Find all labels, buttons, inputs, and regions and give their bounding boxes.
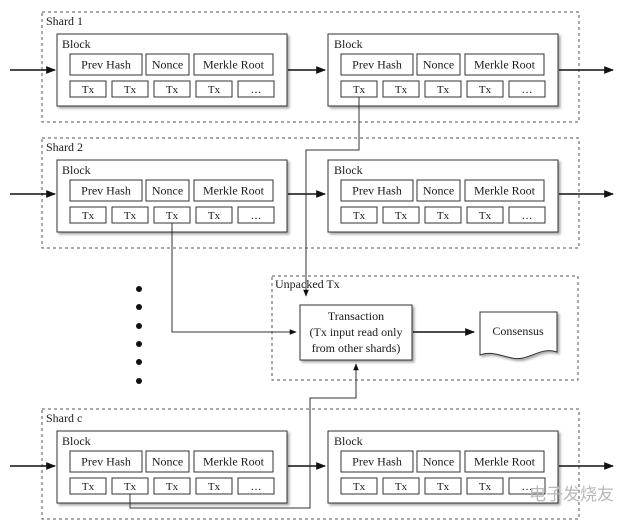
tx-cell: Tx bbox=[82, 210, 95, 222]
block-label: Block bbox=[334, 37, 363, 51]
tx-cell: Tx bbox=[353, 210, 366, 222]
prev-hash-field: Prev Hash bbox=[81, 184, 131, 198]
nonce-field: Nonce bbox=[152, 184, 183, 198]
tx-ellipsis-cell: … bbox=[251, 481, 262, 493]
tx-ellipsis-cell: … bbox=[251, 210, 262, 222]
shard-2-block-1: Block Prev Hash Nonce Merkle Root Tx Tx … bbox=[56, 159, 288, 233]
tx-cell: Tx bbox=[124, 481, 137, 493]
tx-cell: Tx bbox=[166, 84, 179, 96]
tx-cell: Tx bbox=[124, 84, 137, 96]
prev-hash-field: Prev Hash bbox=[81, 58, 131, 72]
merkle-root-field: Merkle Root bbox=[203, 184, 265, 198]
tx-cell: Tx bbox=[479, 84, 492, 96]
transaction-box: Transaction (Tx input read only from oth… bbox=[299, 304, 413, 361]
nonce-field: Nonce bbox=[152, 58, 183, 72]
tx-ellipsis-cell: … bbox=[522, 481, 533, 493]
shard-c: Shard c Block Prev Hash Nonce Merkle Roo… bbox=[10, 408, 614, 520]
more-shards-ellipsis bbox=[136, 286, 142, 384]
tx-cell: Tx bbox=[166, 210, 179, 222]
unpacked-tx-group: Unpacked Tx Transaction (Tx input read o… bbox=[271, 275, 579, 381]
tx-ellipsis-cell: … bbox=[251, 84, 262, 96]
prev-hash-field: Prev Hash bbox=[81, 455, 131, 469]
shard-c-block-1: Block Prev Hash Nonce Merkle Root Tx Tx … bbox=[56, 430, 288, 504]
unpacked-tx-label: Unpacked Tx bbox=[275, 277, 340, 291]
merkle-root-field: Merkle Root bbox=[203, 455, 265, 469]
block-label: Block bbox=[334, 163, 363, 177]
shard-1-block-2: Block Prev Hash Nonce Merkle Root Tx Tx … bbox=[327, 33, 559, 107]
prev-hash-field: Prev Hash bbox=[352, 58, 402, 72]
tx-cell: Tx bbox=[208, 210, 221, 222]
connector-shard1-tx bbox=[303, 97, 360, 297]
tx-ellipsis-cell: … bbox=[522, 210, 533, 222]
connector-shardc-tx bbox=[129, 363, 359, 509]
shard-1: Shard 1 Block Prev Hash Nonce Merkle Roo… bbox=[10, 11, 614, 123]
shard-c-label: Shard c bbox=[46, 411, 82, 425]
consensus-label: Consensus bbox=[492, 324, 544, 338]
tx-cell: Tx bbox=[479, 210, 492, 222]
tx-cell: Tx bbox=[208, 84, 221, 96]
block-label: Block bbox=[334, 434, 363, 448]
block-label: Block bbox=[62, 434, 91, 448]
tx-cell: Tx bbox=[437, 481, 450, 493]
tx-cell: Tx bbox=[353, 84, 366, 96]
prev-hash-field: Prev Hash bbox=[352, 455, 402, 469]
merkle-root-field: Merkle Root bbox=[203, 58, 265, 72]
connector-shard2-tx bbox=[171, 223, 297, 335]
tx-cell: Tx bbox=[395, 481, 408, 493]
shard-1-label: Shard 1 bbox=[46, 14, 83, 28]
tx-cell: Tx bbox=[437, 210, 450, 222]
watermark-text: 电子发烧友 bbox=[529, 485, 614, 505]
nonce-field: Nonce bbox=[423, 184, 454, 198]
nonce-field: Nonce bbox=[423, 58, 454, 72]
nonce-field: Nonce bbox=[423, 455, 454, 469]
prev-hash-field: Prev Hash bbox=[352, 184, 402, 198]
shard-1-block-1: Block Prev Hash Nonce Merkle Root Tx Tx … bbox=[56, 33, 288, 107]
shard-2: Shard 2 Block Prev Hash Nonce Merkle Roo… bbox=[10, 137, 614, 249]
tx-cell: Tx bbox=[166, 481, 179, 493]
tx-cell: Tx bbox=[395, 210, 408, 222]
tx-cell: Tx bbox=[208, 481, 221, 493]
block-label: Block bbox=[62, 37, 91, 51]
block-label: Block bbox=[62, 163, 91, 177]
merkle-root-field: Merkle Root bbox=[474, 58, 536, 72]
tx-ellipsis-cell: … bbox=[522, 84, 533, 96]
shard-c-block-2: Block Prev Hash Nonce Merkle Root Tx Tx … bbox=[327, 430, 559, 504]
transaction-line-2: (Tx input read only bbox=[310, 325, 403, 339]
merkle-root-field: Merkle Root bbox=[474, 455, 536, 469]
tx-cell: Tx bbox=[82, 481, 95, 493]
tx-cell: Tx bbox=[395, 84, 408, 96]
tx-cell: Tx bbox=[479, 481, 492, 493]
shard-2-block-2: Block Prev Hash Nonce Merkle Root Tx Tx … bbox=[327, 159, 559, 233]
merkle-root-field: Merkle Root bbox=[474, 184, 536, 198]
tx-cell: Tx bbox=[82, 84, 95, 96]
nonce-field: Nonce bbox=[152, 455, 183, 469]
shard-2-label: Shard 2 bbox=[46, 140, 83, 154]
tx-cell: Tx bbox=[124, 210, 137, 222]
transaction-line-3: from other shards) bbox=[312, 341, 401, 355]
transaction-line-1: Transaction bbox=[328, 309, 384, 323]
tx-cell: Tx bbox=[353, 481, 366, 493]
tx-cell: Tx bbox=[437, 84, 450, 96]
consensus-document: Consensus bbox=[479, 311, 558, 360]
